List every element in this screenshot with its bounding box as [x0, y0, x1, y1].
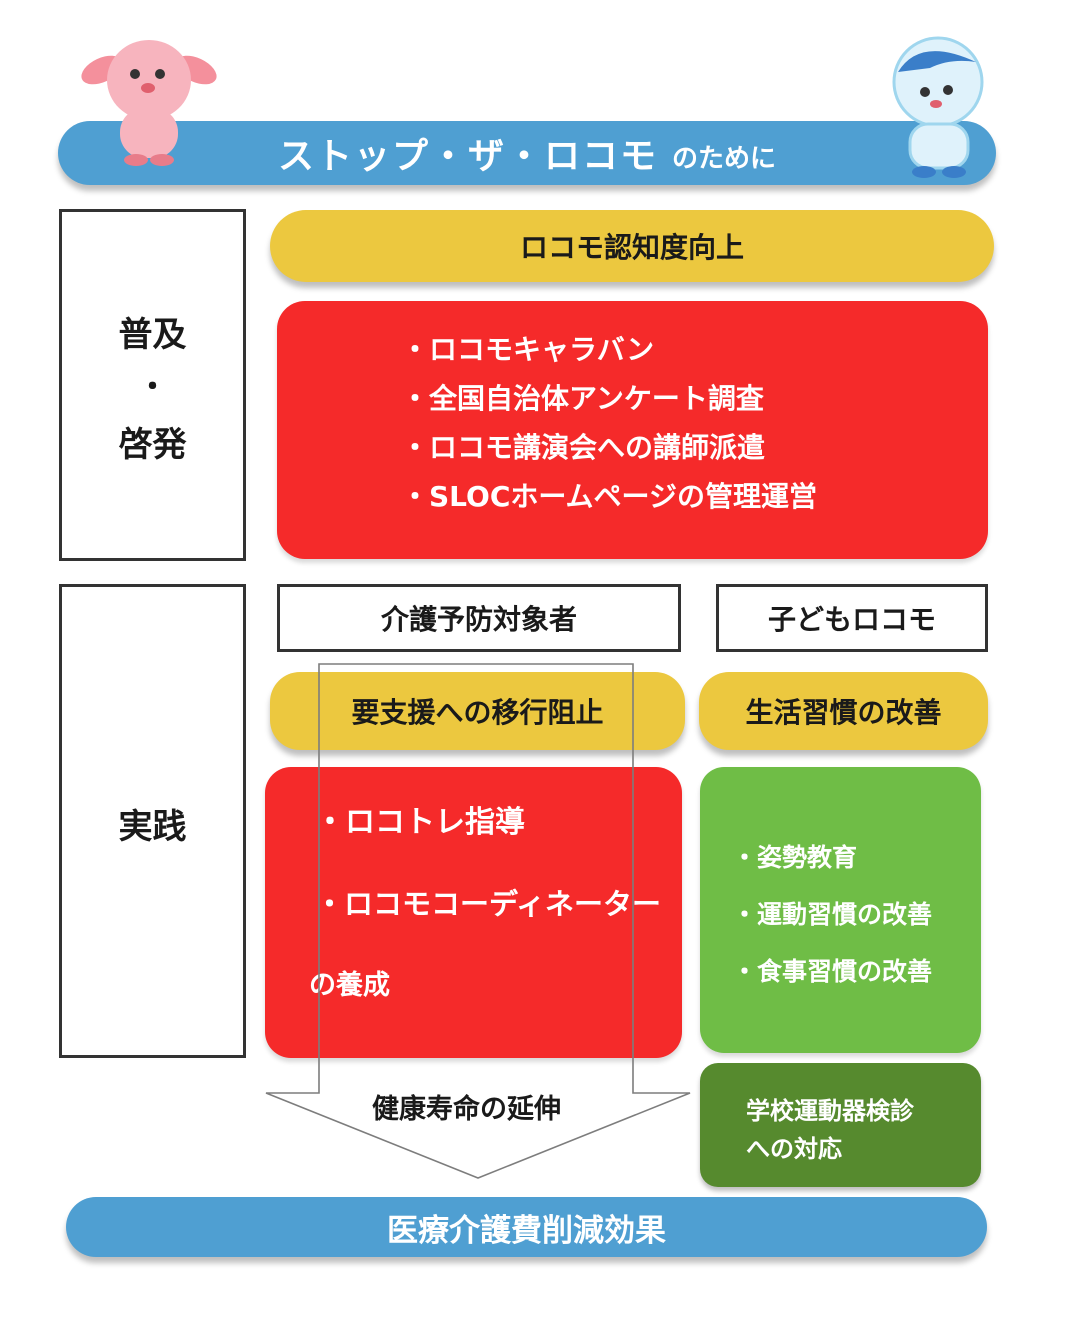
footer-banner: 医療介護費削減効果 [66, 1197, 987, 1257]
child-activity-item: ・運動習慣の改善 [732, 900, 933, 929]
fukyu-activity-item: ・SLOCホームページの管理運営 [401, 480, 817, 513]
header-title: ストップ・ザ・ロコモ [277, 136, 658, 177]
header-title-suffix: のために [672, 143, 777, 174]
prevent-transition-banner: 要支援への移行阻止 [270, 672, 685, 750]
jissen-label: 実践 [118, 807, 187, 847]
school-checkup-line2: への対応 [746, 1135, 842, 1163]
lifestyle-improvement-banner: 生活習慣の改善 [699, 672, 988, 750]
care-activity-item: ・ロコモコーディネーター [315, 887, 661, 921]
child-activities-box: ・姿勢教育 ・運動習慣の改善 ・食事習慣の改善 [700, 767, 981, 1053]
fukyu-label-box: 普及 ・ 啓発 [59, 209, 246, 561]
school-checkup-box: 学校運動器検診 への対応 [700, 1063, 981, 1187]
pink-mascot-icon [81, 40, 217, 166]
care-activity-item-continued: の養成 [309, 970, 390, 1001]
healthy-life-extension-label: 健康寿命の延伸 [372, 1094, 561, 1125]
lifestyle-improvement-label: 生活習慣の改善 [745, 696, 942, 729]
fukyu-activities-box: ・ロコモキャラバン ・全国自治体アンケート調査 ・ロコモ講演会への講師派遣 ・S… [277, 301, 988, 559]
care-activity-item: ・ロコトレ指導 [315, 805, 525, 840]
school-checkup-line1: 学校運動器検診 [746, 1097, 914, 1125]
awareness-banner: ロコモ認知度向上 [270, 210, 994, 282]
care-prevention-activities-box: ・ロコトレ指導 ・ロコモコーディネーター の養成 [265, 767, 682, 1058]
child-activity-item: ・姿勢教育 [732, 843, 858, 872]
header-banner: ストップ・ザ・ロコモ のために [58, 121, 996, 185]
care-prevention-target-box: 介護予防対象者 [277, 584, 681, 652]
jissen-label-box: 実践 [59, 584, 246, 1058]
child-locomo-target-box: 子どもロコモ [716, 584, 988, 652]
child-locomo-target-label: 子どもロコモ [767, 603, 936, 636]
awareness-banner-label: ロコモ認知度向上 [519, 231, 744, 264]
fukyu-activities-list: ・ロコモキャラバン ・全国自治体アンケート調査 ・ロコモ講演会への講師派遣 ・S… [401, 325, 817, 521]
fukyu-activity-item: ・ロコモ講演会への講師派遣 [401, 431, 766, 464]
prevent-transition-label: 要支援への移行阻止 [351, 696, 604, 729]
fukyu-label-line1: 普及 [118, 315, 187, 355]
care-prevention-target-label: 介護予防対象者 [380, 603, 577, 636]
fukyu-label-line2: 啓発 [118, 425, 187, 465]
fukyu-activity-item: ・ロコモキャラバン [401, 333, 655, 366]
child-activities-list: ・姿勢教育 ・運動習慣の改善 ・食事習慣の改善 [732, 829, 932, 1000]
fukyu-activity-item: ・全国自治体アンケート調査 [401, 382, 764, 415]
fukyu-label-dot: ・ [137, 370, 168, 405]
footer-label: 医療介護費削減効果 [387, 1212, 666, 1249]
child-activity-item: ・食事習慣の改善 [732, 957, 933, 986]
blue-mascot-icon [892, 36, 984, 178]
